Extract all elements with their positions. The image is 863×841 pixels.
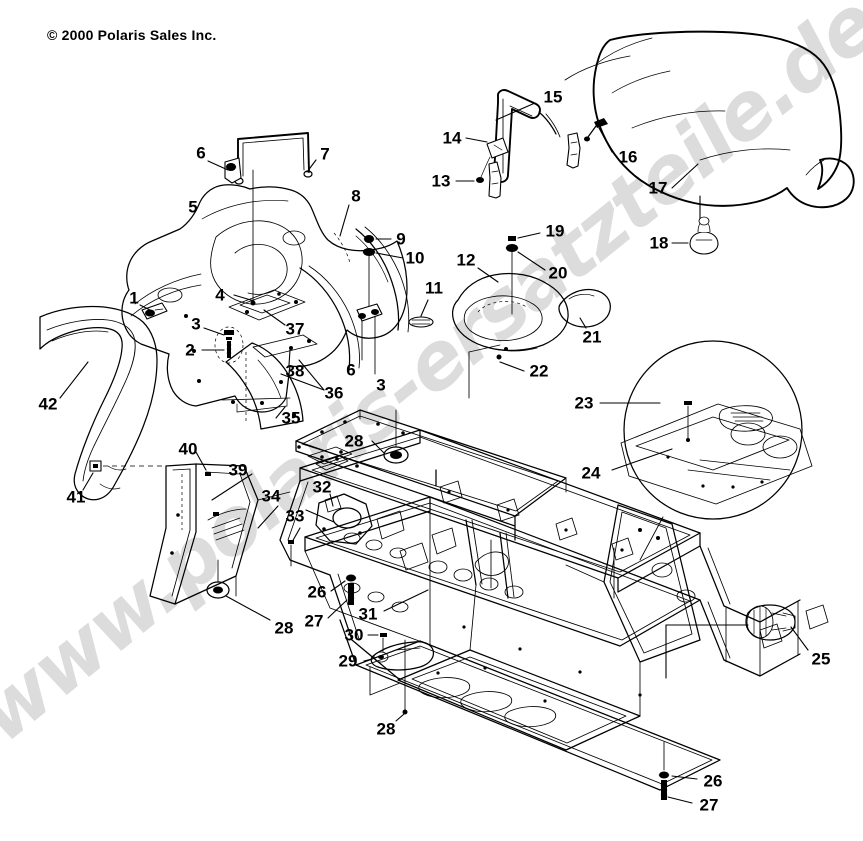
callout-number-35: 35 [281, 408, 301, 428]
fastener-19-20 [506, 236, 518, 314]
callout-number-37: 37 [285, 319, 305, 339]
callout-number-7: 7 [320, 144, 330, 164]
callout-number-9: 9 [396, 229, 406, 249]
callout-number-14: 14 [442, 128, 462, 148]
rear-fender-body [122, 185, 407, 412]
seat-assembly [565, 32, 854, 208]
callout-number-17: 17 [648, 178, 668, 198]
callout-number-38: 38 [285, 361, 305, 381]
wire-rack-7 [235, 133, 312, 184]
callout-number-25: 25 [811, 649, 831, 669]
callout-number-42: 42 [38, 394, 58, 414]
callout-number-13: 13 [431, 171, 451, 191]
callout-number-36: 36 [324, 383, 344, 403]
callout-number-24: 24 [581, 463, 601, 483]
callout-number-19: 19 [545, 221, 565, 241]
callout-number-34: 34 [261, 486, 281, 506]
grommet-41 [90, 461, 101, 471]
callout-number-8: 8 [351, 186, 361, 206]
hook-bracket-29 [371, 642, 433, 670]
callout-number-1: 1 [129, 288, 139, 308]
callout-number-2: 2 [185, 340, 195, 360]
bracket-6 [225, 158, 241, 183]
instrument-panel-detail-circle [621, 341, 812, 519]
bracket-right-3-6 [357, 304, 382, 374]
bolt-16 [584, 118, 608, 142]
callout-number-28b: 28 [274, 618, 294, 638]
callout-number-29: 29 [338, 651, 358, 671]
left-rear-fender-flare [40, 306, 157, 499]
callout-number-15: 15 [543, 87, 563, 107]
floorboard-panel [398, 650, 640, 750]
callout-number-31: 31 [358, 604, 378, 624]
callout-number-10: 10 [405, 248, 425, 268]
frame-bushing-25 [746, 605, 795, 640]
callout-number-22: 22 [529, 361, 549, 381]
callout-number-6a: 6 [196, 143, 206, 163]
mud-flap-35 [226, 343, 303, 429]
screw-40 [205, 472, 219, 516]
callout-number-40: 40 [178, 439, 198, 459]
callout-number-5: 5 [188, 197, 198, 217]
footrest-heel-guard [150, 464, 258, 604]
fastener-26-27-left [346, 574, 356, 605]
callout-number-21: 21 [582, 327, 602, 347]
frame-bracket-cluster-left [308, 447, 352, 470]
bracket-38 [253, 335, 317, 357]
callout-number-20: 20 [548, 263, 568, 283]
tool-box-cover-12 [453, 273, 568, 360]
callout-number-11: 11 [425, 278, 443, 298]
grab-bar-bracket-right [567, 133, 580, 168]
callout-number-18: 18 [649, 233, 669, 253]
fastener-stack-2-3 [215, 327, 243, 363]
pin-33 [288, 540, 294, 566]
bracket-plate-14 [487, 138, 508, 158]
callout-number-26b: 26 [703, 771, 723, 791]
screw-30 [380, 633, 387, 652]
callout-number-32: 32 [312, 477, 332, 497]
callout-number-28c: 28 [376, 719, 396, 739]
callout-number-27a: 27 [304, 611, 324, 631]
seat-pad-21 [559, 290, 610, 327]
clip-1 [142, 303, 167, 319]
callout-number-23: 23 [574, 393, 594, 413]
callout-number-3a: 3 [191, 314, 201, 334]
fastener-26-27-right [659, 742, 669, 800]
cap-11 [409, 317, 433, 327]
callout-number-16: 16 [618, 147, 638, 167]
callout-number-28a: 28 [344, 431, 364, 451]
callout-number-26a: 26 [307, 582, 327, 602]
center-plate-37 [229, 290, 305, 320]
callout-number-3b: 3 [376, 375, 386, 395]
callout-number-12: 12 [456, 250, 476, 270]
screw-13 [476, 157, 490, 183]
callout-number-33: 33 [285, 506, 305, 526]
grab-bar-bracket-left [489, 162, 501, 198]
fastener-9-10 [363, 235, 375, 313]
callout-number-39: 39 [228, 460, 248, 480]
main-frame-chassis [280, 410, 828, 790]
seat-latch-knob [690, 217, 718, 254]
callout-number-6b: 6 [346, 360, 356, 380]
steering-head-bracket [316, 494, 372, 544]
callout-number-30: 30 [344, 625, 364, 645]
callout-number-4: 4 [215, 285, 225, 305]
callout-number-41: 41 [66, 487, 86, 507]
copyright-notice: © 2000 Polaris Sales Inc. [47, 27, 217, 43]
callout-number-27b: 27 [699, 795, 719, 815]
rear-upright-plate [604, 505, 700, 662]
